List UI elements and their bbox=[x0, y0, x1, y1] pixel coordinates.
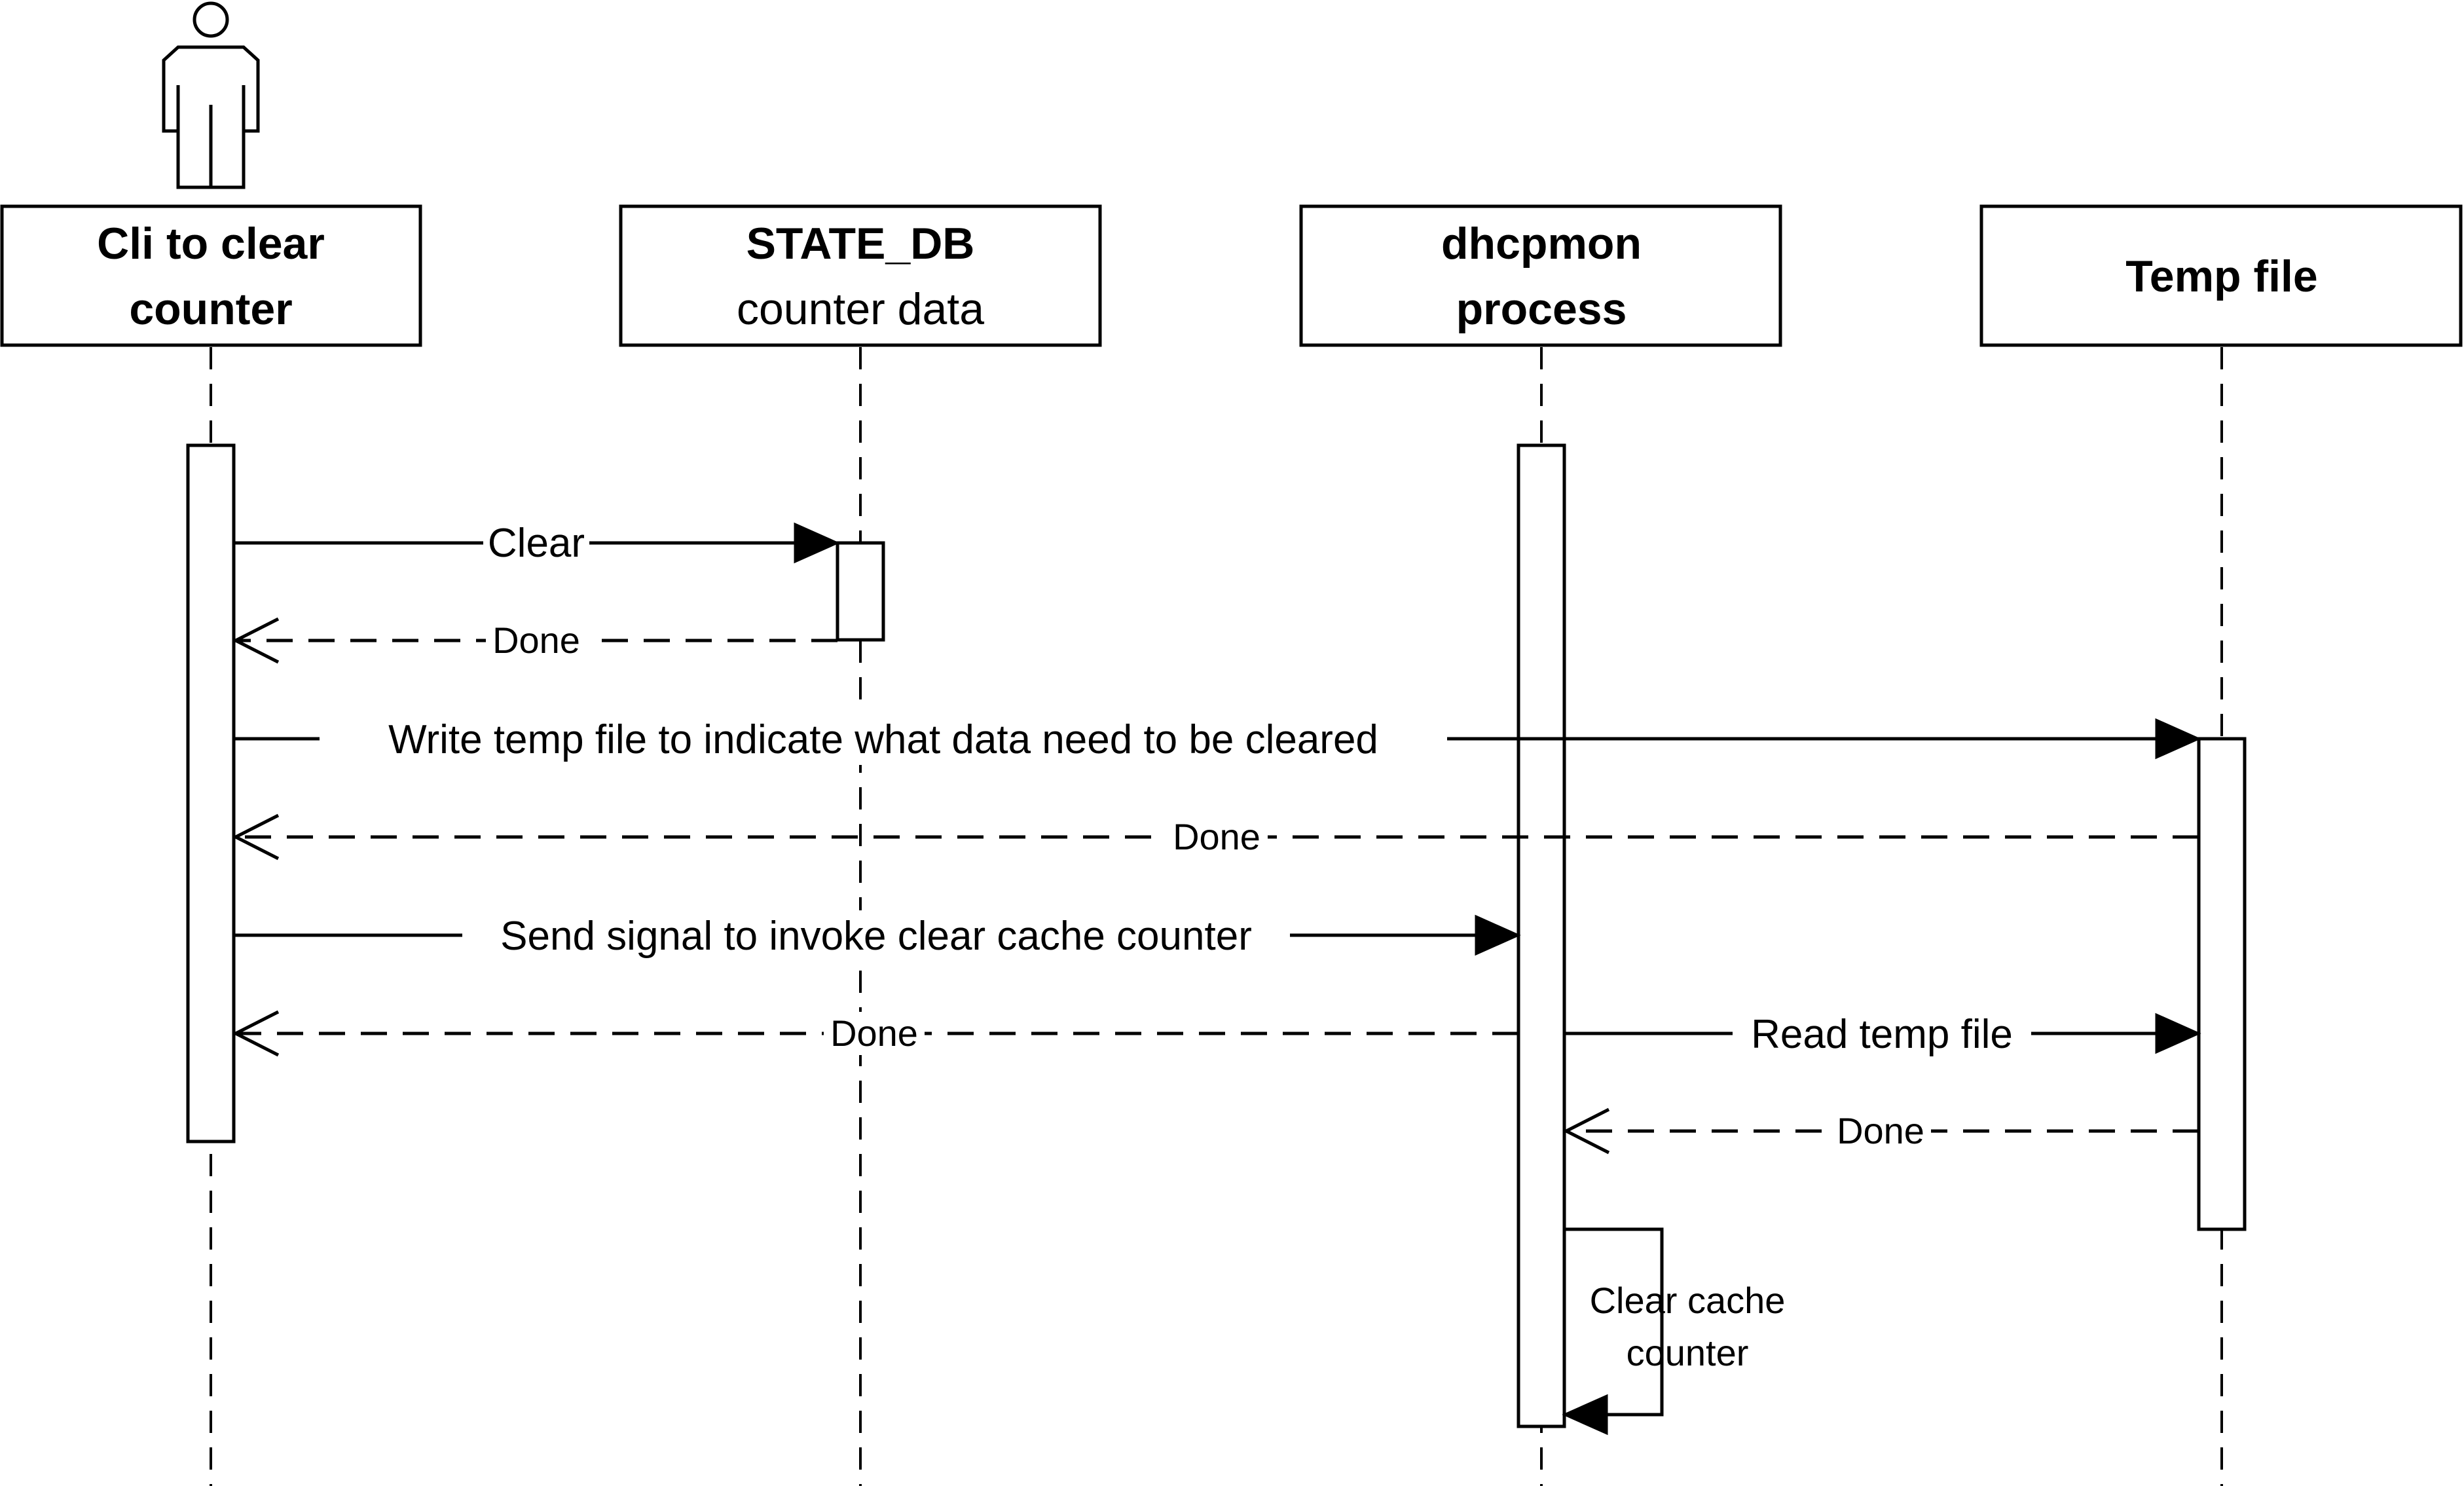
message-done-temp-to-dhcpmon-label: Done bbox=[1837, 1110, 1924, 1151]
activation-dhcpmon bbox=[1517, 443, 1566, 1428]
message-read-temp-file-label: Read temp file bbox=[1751, 1012, 2013, 1057]
message-write-temp-file-label: Write temp file to indicate what data ne… bbox=[388, 717, 1378, 762]
message-clear: Clear bbox=[234, 517, 840, 568]
participant-state-db: STATE_DB counter data bbox=[619, 204, 1102, 347]
participant-state-db-line1: STATE_DB bbox=[746, 219, 975, 269]
message-send-signal-label: Send signal to invoke clear cache counte… bbox=[500, 914, 1252, 959]
activation-state-db bbox=[836, 541, 885, 642]
participant-temp-file-label: Temp file bbox=[2125, 251, 2317, 301]
message-done-state-db: Done bbox=[232, 617, 837, 664]
message-done-temp-file: Done bbox=[232, 813, 2199, 861]
actor-icon bbox=[162, 1, 260, 189]
participant-cli-line1: Cli to clear bbox=[97, 219, 325, 269]
participant-temp-file: Temp file bbox=[1979, 204, 2463, 347]
self-call-clear-cache: Clear cache counter bbox=[1562, 1227, 1786, 1436]
participant-cli: Cli to clear counter bbox=[0, 204, 422, 347]
participant-dhcpmon-line1: dhcpmon bbox=[1441, 219, 1642, 269]
message-done-state-db-label: Done bbox=[492, 620, 580, 661]
activation-temp-file bbox=[2197, 737, 2247, 1231]
message-done-dhcpmon-label: Done bbox=[830, 1012, 918, 1054]
participant-dhcpmon: dhcpmon process bbox=[1299, 204, 1782, 347]
participant-state-db-line2: counter data bbox=[737, 284, 984, 334]
participant-dhcpmon-line2: process bbox=[1456, 284, 1627, 334]
message-send-signal: Send signal to invoke clear cache counte… bbox=[234, 910, 1521, 961]
activation-cli bbox=[186, 443, 236, 1143]
message-done-dhcpmon: Done bbox=[232, 1010, 1518, 1057]
message-done-temp-to-dhcpmon: Done bbox=[1562, 1107, 2199, 1155]
message-read-temp-file: Read temp file bbox=[1564, 1009, 2201, 1060]
message-clear-label: Clear bbox=[488, 521, 585, 566]
participant-cli-line2: counter bbox=[129, 284, 292, 334]
message-write-temp-file: Write temp file to indicate what data ne… bbox=[234, 714, 2201, 765]
self-call-label-line1: Clear cache bbox=[1590, 1280, 1786, 1321]
message-done-temp-file-label: Done bbox=[1173, 816, 1260, 857]
self-call-label-line2: counter bbox=[1627, 1332, 1749, 1373]
